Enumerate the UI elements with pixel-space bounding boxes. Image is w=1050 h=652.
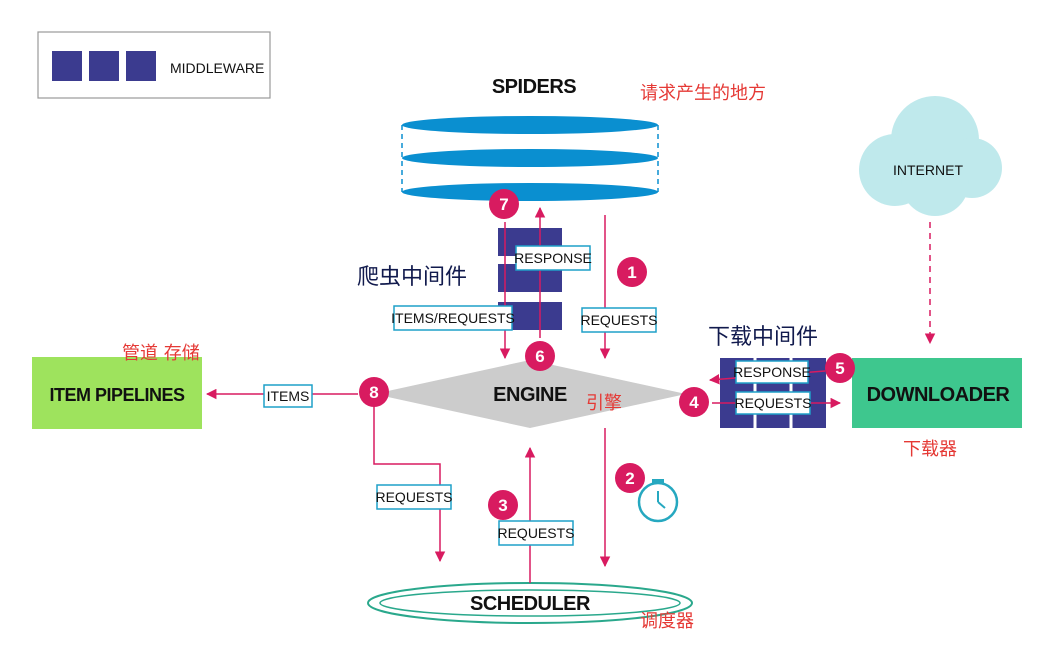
tag-requests-4: REQUESTS: [734, 391, 812, 415]
spiders-disc: [402, 149, 658, 167]
svg-text:2: 2: [625, 469, 634, 488]
tag-response-right: RESPONSE: [733, 360, 811, 384]
item-pipelines-title: ITEM PIPELINES: [49, 385, 185, 405]
arrow-engine-to-scheduler-requests: [373, 406, 446, 563]
spiders-note: 请求产生的地方: [640, 83, 766, 104]
tag-items: ITEMS: [263, 384, 313, 408]
engine-note: 引擎: [586, 393, 622, 414]
tag-requests-8: REQUESTS: [375, 484, 453, 510]
scheduler-title: SCHEDULER: [470, 593, 591, 615]
spiders-title: SPIDERS: [492, 76, 576, 98]
downloader-note: 下载器: [903, 439, 957, 460]
svg-text:5: 5: [835, 359, 844, 378]
tag-response-top: RESPONSE: [514, 245, 592, 271]
item-pipelines-box: [32, 357, 202, 429]
step-badge-6: 6: [525, 341, 555, 371]
internet-label: INTERNET: [893, 162, 963, 178]
downloader-component: DOWNLOADER: [852, 358, 1022, 428]
svg-text:4: 4: [689, 393, 699, 412]
svg-text:1: 1: [627, 263, 636, 282]
svg-text:REQUESTS: REQUESTS: [580, 312, 657, 328]
tag-items-requests: ITEMS/REQUESTS: [391, 305, 515, 331]
scheduler-note: 调度器: [640, 611, 694, 632]
downloader-middleware-note: 下载中间件: [708, 325, 818, 350]
svg-text:REQUESTS: REQUESTS: [497, 525, 574, 541]
engine-diamond: [374, 360, 686, 428]
engine-component: ENGINE: [374, 360, 686, 428]
step-badge-3: 3: [488, 490, 518, 520]
step-badge-8: 8: [359, 377, 389, 407]
downloader-title: DOWNLOADER: [867, 384, 1011, 406]
downloader-box: [852, 358, 1022, 428]
svg-text:ITEMS/REQUESTS: ITEMS/REQUESTS: [391, 310, 515, 326]
internet-cloud: INTERNET: [859, 96, 1002, 216]
spiders-disc: [402, 116, 658, 134]
legend-swatch: [89, 51, 119, 81]
tag-requests-1: REQUESTS: [580, 307, 658, 333]
svg-text:8: 8: [369, 383, 378, 402]
timer-icon: [637, 479, 679, 523]
svg-text:6: 6: [535, 347, 544, 366]
step-badge-2: 2: [615, 463, 645, 493]
svg-text:RESPONSE: RESPONSE: [733, 364, 811, 380]
spiders-component: SPIDERS: [401, 76, 659, 201]
scheduler-ring-inner: [379, 589, 681, 617]
svg-text:3: 3: [498, 496, 507, 515]
tag-requests-3: REQUESTS: [497, 520, 575, 546]
step-badge-4: 4: [679, 387, 709, 417]
pipelines-note: 管道 存储: [122, 343, 200, 364]
legend-swatch: [52, 51, 82, 81]
legend-swatch: [126, 51, 156, 81]
legend-label: MIDDLEWARE: [170, 60, 264, 76]
svg-text:REQUESTS: REQUESTS: [734, 395, 811, 411]
legend: MIDDLEWARE: [37, 31, 271, 99]
step-badge-7: 7: [489, 189, 519, 219]
svg-text:ITEMS: ITEMS: [267, 388, 310, 404]
step-badge-5: 5: [825, 353, 855, 383]
svg-text:RESPONSE: RESPONSE: [514, 250, 592, 266]
item-pipelines-component: ITEM PIPELINES: [32, 357, 202, 429]
spiders-disc: [402, 183, 658, 201]
engine-title: ENGINE: [493, 384, 567, 406]
svg-text:REQUESTS: REQUESTS: [375, 489, 452, 505]
svg-text:7: 7: [499, 195, 508, 214]
spider-middleware-note: 爬虫中间件: [357, 265, 467, 290]
step-badge-1: 1: [617, 257, 647, 287]
